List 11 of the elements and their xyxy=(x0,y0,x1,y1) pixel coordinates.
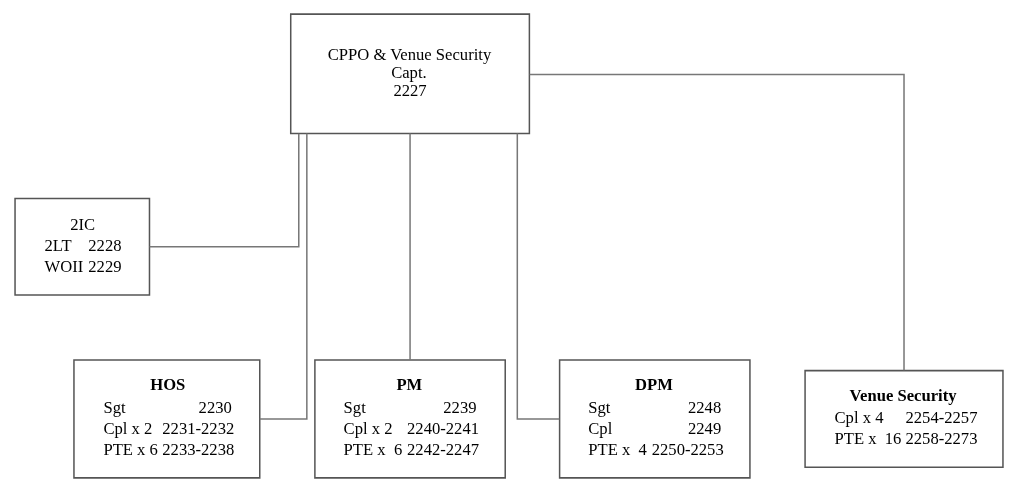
node-box: DPM Sgt 2248 Cpl 2249 PTE x 4 2250-2253 xyxy=(558,359,751,479)
connector xyxy=(259,132,308,420)
connector xyxy=(409,132,411,361)
connector xyxy=(148,133,300,248)
node-box: HOS Sgt 2230 Cpl x 2 2231-2232 PTE x 6 2233-2238 xyxy=(73,359,261,479)
node-box: CPPO & Venue Security Capt. 2227 xyxy=(289,13,531,135)
connector xyxy=(528,73,905,372)
node-box: 2IC 2LT 2228 WOII 2229 xyxy=(14,197,151,296)
connector xyxy=(516,132,561,420)
node-box: PM Sgt 2239 Cpl x 2 2240-2241 PTE x 6 2242-2247 xyxy=(314,359,506,479)
node-box: Venue Security Cpl x 4 2254-2257 PTE x 16 2258-2273 xyxy=(804,369,1004,469)
